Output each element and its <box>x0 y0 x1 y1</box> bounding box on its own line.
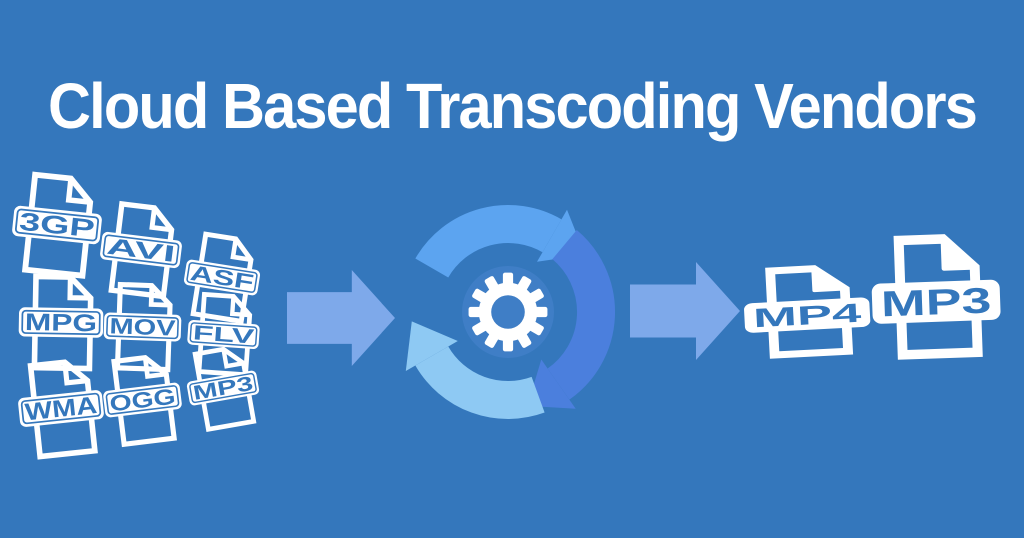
banner-pinstripe <box>186 262 258 293</box>
cycle-arrowhead-right <box>527 359 576 409</box>
right-arrow-icon <box>287 270 395 366</box>
source-format-icon-mp3: MP3 <box>186 346 260 433</box>
banner-pinstripe <box>14 208 100 242</box>
folded-corner-icon <box>221 348 244 369</box>
cycle-arc-top <box>415 205 562 279</box>
banner-pinstripe <box>189 372 257 404</box>
folded-corner-icon <box>65 178 91 205</box>
folded-corner-icon <box>67 277 91 301</box>
format-label: MP3 <box>880 280 992 324</box>
format-label: MP4 <box>752 298 862 333</box>
folded-corner-icon <box>229 296 250 318</box>
folded-corner-icon <box>811 267 847 293</box>
folded-corner-icon <box>149 207 172 233</box>
format-label: FLV <box>192 322 255 348</box>
source-format-icon-3gp: 3GP <box>12 171 102 279</box>
gear-icon <box>468 272 548 352</box>
source-format-icon-mpg: MPG <box>18 273 104 372</box>
format-banner <box>186 370 260 406</box>
source-format-icon-avi: AVI <box>100 200 182 300</box>
banner-pinstripe <box>102 234 180 266</box>
format-banner <box>18 307 104 338</box>
format-banner <box>103 312 182 342</box>
folded-corner-icon <box>230 238 252 263</box>
format-banner <box>871 279 1001 324</box>
folded-corner-icon <box>148 285 171 308</box>
banner-pinstripe <box>20 392 102 425</box>
format-banner <box>183 259 261 296</box>
gear-center-hole <box>491 295 525 329</box>
output-format-icon-mp4: MP4 <box>744 265 871 359</box>
banner-pinstripe <box>106 314 179 340</box>
folded-corner-icon <box>940 236 977 271</box>
format-label: MPG <box>25 309 98 337</box>
format-banner <box>187 319 260 350</box>
folded-corner-icon <box>142 357 167 380</box>
cycle-arc-right <box>547 230 616 400</box>
banner-pinstripe <box>105 385 180 415</box>
banner-pinstripe <box>189 322 258 347</box>
transcoding-cycle-icon <box>405 205 616 419</box>
output-format-icon-mp3: MP3 <box>871 234 1001 360</box>
page-title: Cloud Based Transcoding Vendors <box>48 70 978 142</box>
folded-corner-icon <box>62 362 88 386</box>
source-format-icon-flv: FLV <box>187 291 260 378</box>
cycle-arc-bottom <box>415 345 545 419</box>
banner-pinstripe <box>21 309 101 336</box>
source-format-icon-ogg: OGG <box>103 354 182 448</box>
format-label: MOV <box>109 313 176 340</box>
right-arrow-icon <box>630 262 740 360</box>
source-format-icon-wma: WMA <box>18 359 104 460</box>
format-banner <box>744 297 871 333</box>
source-format-icon-mov: MOV <box>103 281 182 373</box>
cycle-arrowhead-bottom <box>405 321 458 371</box>
source-format-icon-asf: ASF <box>183 231 261 325</box>
